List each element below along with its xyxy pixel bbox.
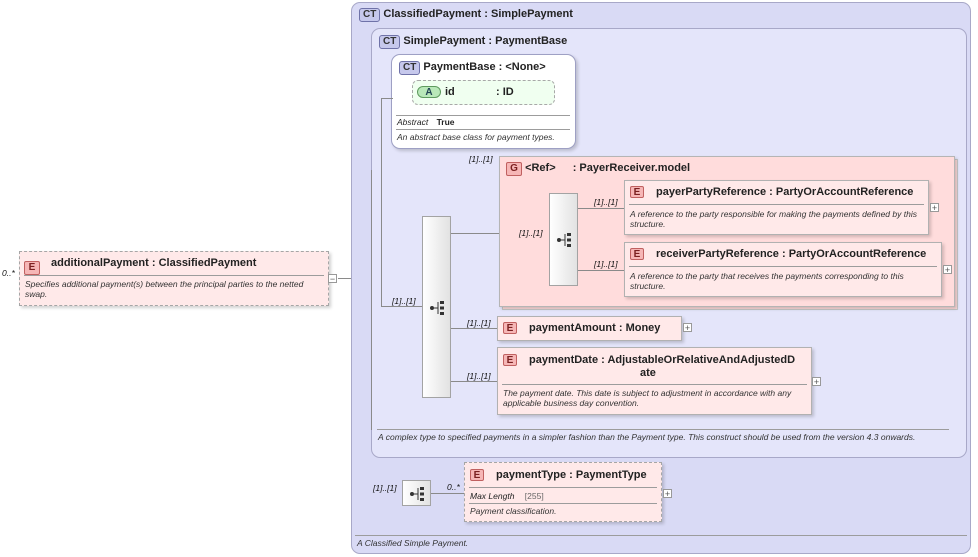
divider xyxy=(396,115,570,116)
ct-name: PaymentBase xyxy=(423,61,496,73)
divider xyxy=(502,384,807,385)
element-badge-icon: E xyxy=(470,469,484,481)
group-cardinality: [1]..[1] xyxy=(469,154,493,164)
paymentAmount-element[interactable]: E paymentAmount : Money xyxy=(497,316,682,341)
sequence-compositor[interactable] xyxy=(549,193,578,286)
element-type: : AdjustableOrRelativeAndAdjustedD xyxy=(601,354,796,366)
sequence-cardinality: [1]..[1] xyxy=(373,483,397,493)
connector xyxy=(578,270,624,271)
connector xyxy=(451,381,499,382)
divider xyxy=(396,129,570,130)
sequence-cardinality: [1]..[1] xyxy=(392,296,416,306)
divider xyxy=(24,275,324,276)
element-type: : PartyOrAccountReference xyxy=(769,186,914,198)
facet-value: [255] xyxy=(524,491,544,501)
sequence-compositor[interactable] xyxy=(402,480,431,506)
sequence-icon xyxy=(410,487,424,501)
element-type: : Money xyxy=(618,322,661,334)
sequence-compositor[interactable] xyxy=(422,216,451,398)
payerPartyReference-cardinality: [1]..[1] xyxy=(594,197,618,207)
element-badge: E xyxy=(24,257,40,275)
element-type: : PartyOrAccountReference xyxy=(781,248,927,260)
element-badge-icon: E xyxy=(503,322,517,334)
divider xyxy=(469,503,657,504)
ct-doc: A complex type to specified payments in … xyxy=(378,432,916,442)
element-name: paymentType xyxy=(496,469,567,481)
ct-base: : SimplePayment xyxy=(484,8,573,20)
abstract-label: Abstract xyxy=(397,117,429,127)
element-name: receiverPartyReference xyxy=(656,248,779,260)
element-name: payerPartyReference xyxy=(656,186,767,198)
paymentDate-cardinality: [1]..[1] xyxy=(467,371,491,381)
payerPartyReference-element[interactable]: E payerPartyReference : PartyOrAccountRe… xyxy=(624,180,929,235)
connector xyxy=(338,278,363,279)
ct-base: : <None> xyxy=(498,61,546,73)
group-ref: <Ref> xyxy=(525,162,556,174)
divider xyxy=(629,266,937,267)
element-name: additionalPayment xyxy=(51,257,149,269)
element-doc: Payment classification. xyxy=(470,506,557,516)
divider xyxy=(469,487,657,488)
ct-badge-icon: CT xyxy=(379,35,401,49)
element-doc: The payment date. This date is subject t… xyxy=(503,388,792,408)
paymentType-cardinality: 0..* xyxy=(447,482,460,492)
divider xyxy=(377,429,949,430)
connector xyxy=(451,328,499,329)
plus-icon[interactable]: + xyxy=(930,203,939,213)
ct-badge-icon: CT xyxy=(399,61,421,75)
ct-name: ClassifiedPayment xyxy=(383,8,482,20)
connector xyxy=(381,306,423,307)
element-type-continued: ate xyxy=(640,367,656,379)
connector xyxy=(431,493,465,494)
element-type: : ClassifiedPayment xyxy=(151,257,257,269)
element-badge-icon: E xyxy=(630,248,644,260)
sequence-icon xyxy=(430,301,444,315)
plus-icon[interactable]: + xyxy=(683,323,692,333)
ct-doc: A Classified Simple Payment. xyxy=(357,538,469,548)
element-doc: A reference to the party that receives t… xyxy=(630,271,904,291)
paymentType-element[interactable]: E paymentType : PaymentType Max Length [… xyxy=(464,462,662,522)
additionalPayment-cardinality: 0..* xyxy=(2,268,15,278)
group-name: : PayerReceiver.model xyxy=(572,162,691,174)
sequence-icon xyxy=(557,233,571,247)
ct-base: : PaymentBase xyxy=(488,35,568,47)
ct-badge-icon: CT xyxy=(359,8,381,22)
connector xyxy=(451,233,499,234)
element-badge-icon: E xyxy=(630,186,644,198)
id-attribute[interactable]: A id : ID xyxy=(412,80,555,105)
element-name: paymentAmount xyxy=(529,322,616,334)
additionalPayment-element[interactable]: E additionalPayment : ClassifiedPayment … xyxy=(19,251,329,306)
ct-doc: An abstract base class for payment types… xyxy=(397,132,555,142)
element-type: : PaymentType xyxy=(569,469,647,481)
connector xyxy=(381,98,393,99)
element-doc: A reference to the party responsible for… xyxy=(630,209,917,229)
connector xyxy=(371,170,372,430)
paymentBase-complex-type[interactable]: CT PaymentBase : <None> A id : ID Abstra… xyxy=(391,54,576,149)
element-doc: Specifies additional payment(s) between … xyxy=(25,279,304,299)
ct-name: SimplePayment xyxy=(403,35,486,47)
paymentDate-element[interactable]: E paymentDate : AdjustableOrRelativeAndA… xyxy=(497,347,812,415)
attribute-name: id xyxy=(445,86,455,98)
connector xyxy=(381,98,382,306)
connector xyxy=(578,208,624,209)
attribute-badge-icon: A xyxy=(417,86,441,98)
element-name: paymentDate xyxy=(529,354,599,366)
divider xyxy=(355,535,967,536)
receiverPartyReference-element[interactable]: E receiverPartyReference : PartyOrAccoun… xyxy=(624,242,942,297)
facet-label: Max Length xyxy=(470,491,515,501)
receiverPartyReference-cardinality: [1]..[1] xyxy=(594,259,618,269)
element-badge-icon: E xyxy=(503,354,517,366)
group-badge-icon: G xyxy=(506,162,522,176)
minus-icon[interactable]: − xyxy=(328,274,337,284)
sequence-cardinality: [1]..[1] xyxy=(519,228,543,238)
paymentAmount-cardinality: [1]..[1] xyxy=(467,318,491,328)
plus-icon[interactable]: + xyxy=(812,377,821,387)
attribute-type: : ID xyxy=(496,86,514,98)
abstract-value: True xyxy=(436,117,455,127)
plus-icon[interactable]: + xyxy=(663,489,672,499)
divider xyxy=(629,204,924,205)
plus-icon[interactable]: + xyxy=(943,265,952,275)
